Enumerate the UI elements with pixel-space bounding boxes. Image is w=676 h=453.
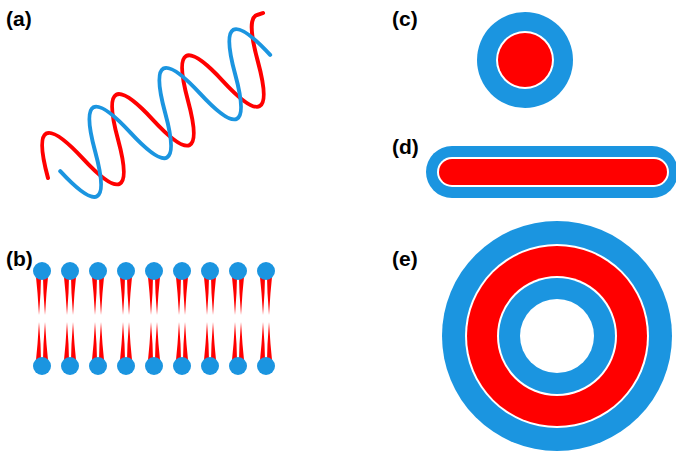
lipid-bilayer xyxy=(33,262,275,375)
rod-micelle xyxy=(426,146,676,198)
panel-label: (a) xyxy=(6,8,32,29)
panel-label: (d) xyxy=(392,136,419,157)
panel-label: (e) xyxy=(392,248,418,269)
spherical-micelle xyxy=(477,12,573,108)
double-helix xyxy=(26,12,302,214)
panel-label: (b) xyxy=(6,248,33,269)
vesicle xyxy=(442,221,672,451)
panel-label: (c) xyxy=(392,8,418,29)
